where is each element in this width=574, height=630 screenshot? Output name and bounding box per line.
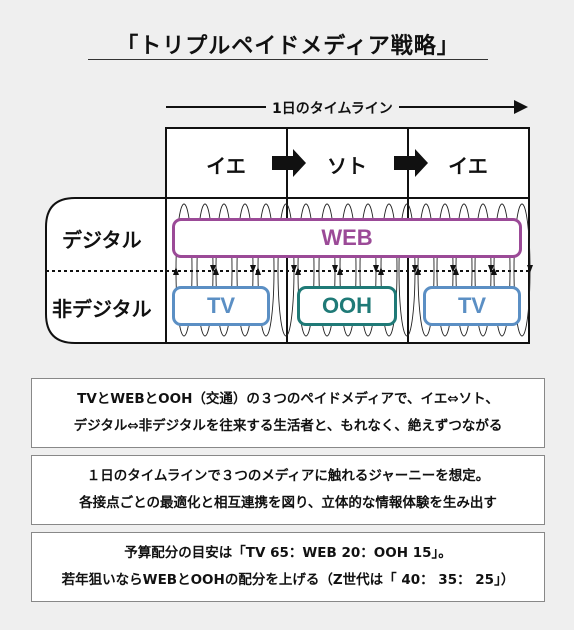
timeline-arrow-head xyxy=(514,100,528,114)
note-1-line-2: デジタル⇔非デジタルを往来する生活者と、もれなく、絶えずつながる xyxy=(73,418,503,434)
timeline-label: 1日のタイムライン xyxy=(266,98,399,118)
journey-arrowhead xyxy=(213,267,219,275)
column-label-home-2: イエ xyxy=(448,154,488,178)
journey-arrowhead xyxy=(488,265,494,273)
journey-arrowhead xyxy=(527,265,533,273)
journey-arrowhead xyxy=(453,267,459,275)
journey-arrowhead xyxy=(291,265,297,273)
media-box-web: WEB xyxy=(172,218,522,258)
journey-arrowhead xyxy=(173,267,179,275)
note-1-line-1: TVとWEBとOOH（交通）の３つのペイドメディアで、イエ⇔ソト、 xyxy=(77,391,499,407)
flow-arrow-2 xyxy=(394,149,428,177)
row-label-non-digital: 非デジタル xyxy=(52,297,152,321)
journey-arrowhead xyxy=(373,265,379,273)
title-underline xyxy=(88,59,488,60)
journey-loops xyxy=(173,203,533,337)
note-box-1: TVとWEBとOOH（交通）の３つのペイドメディアで、イエ⇔ソト、 デジタル⇔非… xyxy=(31,378,545,448)
journey-arrowhead xyxy=(250,265,256,273)
journey-arrowhead xyxy=(332,265,338,273)
journey-arrowhead xyxy=(415,267,421,275)
note-box-3: 予算配分の目安は「TV 65：WEB 20：OOH 15」。 若年狙いならWEB… xyxy=(31,532,545,602)
media-box-ooh: OOH xyxy=(297,286,397,326)
journey-arrowhead xyxy=(295,267,301,275)
journey-arrowhead xyxy=(412,265,418,273)
page-title: 「トリプルペイドメディア戦略」 xyxy=(116,34,460,59)
journey-arrowhead xyxy=(255,267,261,275)
note-2-line-2: 各接点ごとの最適化と相互連携を図り、立体的な情報体験を生み出す xyxy=(79,495,497,511)
column-label-outside: ソト xyxy=(327,154,367,178)
row-label-digital: デジタル xyxy=(62,228,142,252)
journey-arrowhead xyxy=(378,267,384,275)
column-label-home-1: イエ xyxy=(206,154,246,178)
media-box-tv-2: TV xyxy=(423,286,521,326)
note-3-line-1: 予算配分の目安は「TV 65：WEB 20：OOH 15」。 xyxy=(124,545,452,561)
note-box-2: １日のタイムラインで３つのメディアに触れるジャーニーを想定。 各接点ごとの最適化… xyxy=(31,455,545,525)
journey-arrowhead xyxy=(210,265,216,273)
journey-arrowhead xyxy=(450,265,456,273)
journey-arrowhead xyxy=(337,267,343,275)
media-box-tv-1: TV xyxy=(172,286,270,326)
note-2-line-1: １日のタイムラインで３つのメディアに触れるジャーニーを想定。 xyxy=(86,468,490,484)
journey-arrowhead xyxy=(491,267,497,275)
flow-arrow-1 xyxy=(272,149,306,177)
note-3-line-2: 若年狙いならWEBとOOHの配分を上げる（Z世代は「 40： 35： 25」） xyxy=(61,572,515,588)
media-diagram xyxy=(45,127,533,344)
